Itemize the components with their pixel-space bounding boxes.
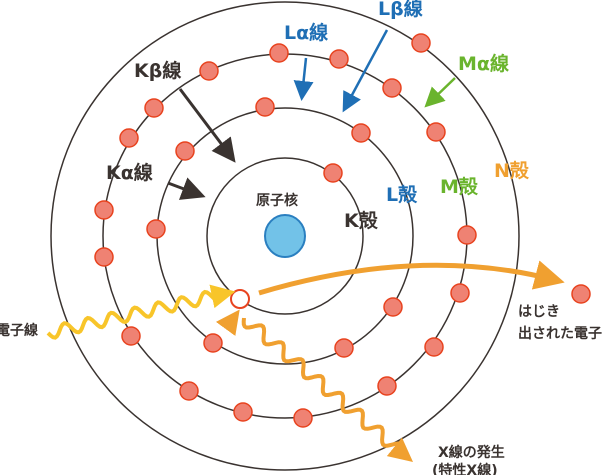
electrons [94,33,477,428]
electron [94,200,114,220]
ejected-electron-label-line2: 出された電子 [518,326,602,342]
xray-label-line1: X線の発生 [438,445,505,461]
l-beta-label: Lβ線 [378,0,423,20]
electron [323,163,343,183]
ejected-electron-label-line1: はじき [518,304,560,320]
electron [203,333,223,353]
electron [450,283,470,303]
electron [146,219,166,239]
electron [175,141,195,161]
electron-beam-label: 電子線 [0,323,38,339]
electron [383,297,403,317]
electron [377,376,397,396]
electron-transition-arrow [215,309,240,336]
electron-beam-wave [46,284,236,340]
electron [293,408,313,428]
ejected-electron [571,284,591,304]
k-beta-arrow [178,88,236,163]
electron [269,43,289,63]
electron [382,78,402,98]
xray-label-line2: (特性X線) [432,463,498,475]
electron [179,381,199,401]
electron [255,97,275,117]
m-alpha-arrow [424,77,456,108]
l-alpha-arrow [293,57,314,101]
electron [411,33,431,53]
n-shell-orbit [50,1,520,471]
l-alpha-label: Lα線 [284,22,329,44]
electron [119,128,139,148]
k-shell-orbit [206,157,364,315]
k-shell-label: K殻 [344,210,378,232]
nucleus [264,214,306,258]
k-alpha-label: Kα線 [106,162,153,184]
electron [121,326,141,346]
m-shell-label: M殻 [440,176,478,198]
electron [334,338,354,358]
electron [94,247,114,267]
electron [233,402,253,422]
electron-vacancy [230,289,250,309]
ejected-electron-path [258,260,565,296]
m-alpha-label: Mα線 [458,53,509,75]
xray-emission-wave [241,317,414,462]
n-shell-label: N殻 [494,160,529,182]
electron [329,49,349,69]
nucleus-label: 原子核 [256,193,298,209]
electron [144,98,164,118]
electron [457,225,477,245]
l-beta-arrow [342,29,389,113]
electron [424,337,444,357]
electron [426,122,446,142]
k-beta-label: Kβ線 [134,60,182,82]
k-alpha-arrow [167,177,206,200]
electron [199,61,219,81]
electron [351,123,371,143]
l-shell-label: L殻 [386,184,418,206]
